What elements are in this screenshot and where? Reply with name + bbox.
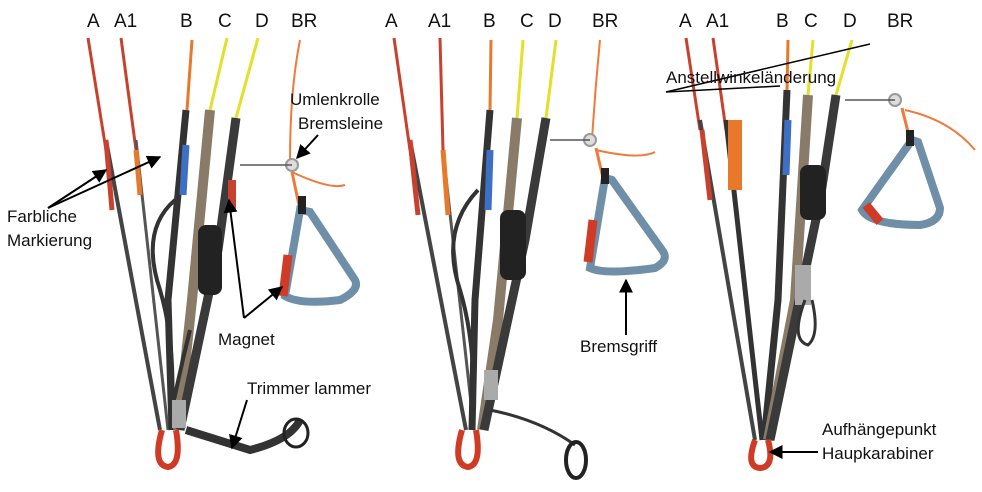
header-b-3: B xyxy=(776,11,789,32)
header-br-1: BR xyxy=(291,11,317,32)
riser-set-3 xyxy=(686,38,975,468)
buckle-1 xyxy=(172,400,186,428)
header-a1-1: A1 xyxy=(114,11,137,32)
header-c-3: C xyxy=(804,11,818,32)
label-farbliche-1: Farbliche xyxy=(7,207,77,226)
header-c-1: C xyxy=(218,11,232,32)
speed-pulley-1 xyxy=(198,225,222,295)
riser-a1-orange-1 xyxy=(136,150,140,195)
header-b-2: B xyxy=(483,11,496,32)
label-umlenkrolle-2: Bremsleine xyxy=(298,114,383,133)
carabiner-loop-1 xyxy=(158,430,178,467)
header-b-1: B xyxy=(180,11,193,32)
line-a-top-1 xyxy=(88,38,106,150)
riser-b-blue-1 xyxy=(183,145,186,195)
label-aufhaenge-2: Haupkarabiner xyxy=(822,444,934,463)
header-a-1: A xyxy=(87,11,100,32)
header-d-2: D xyxy=(548,11,562,32)
arrow-farbliche-a xyxy=(48,170,106,208)
line-a1-top-1 xyxy=(121,38,136,150)
header-d-3: D xyxy=(843,11,857,32)
label-trimmer: Trimmer lammer xyxy=(247,379,371,398)
arrow-magnet-2 xyxy=(244,287,282,318)
label-farbliche-2: Markierung xyxy=(7,231,92,250)
header-br-2: BR xyxy=(592,11,618,32)
arrow-umlenkrolle xyxy=(297,135,318,158)
line-b-top-1 xyxy=(187,40,192,110)
header-a1-3: A1 xyxy=(706,11,729,32)
header-c-2: C xyxy=(520,11,534,32)
line-d-top-1 xyxy=(236,38,258,118)
label-umlenkrolle-1: Umlenkrolle xyxy=(290,90,380,109)
arrow-trimmer xyxy=(232,400,247,448)
brake-handle-1 xyxy=(285,210,356,302)
arrow-magnet-1 xyxy=(229,200,244,318)
header-a-2: A xyxy=(385,11,398,32)
riser-set-2 xyxy=(394,38,665,478)
brake-handle-red-1 xyxy=(283,255,288,296)
header-a1-2: A1 xyxy=(428,11,451,32)
riser-a-red-1 xyxy=(106,140,112,210)
header-d-1: D xyxy=(255,11,269,32)
column-headers: A A1 B C D BR A A1 B C D BR A A1 B C D B… xyxy=(87,11,913,32)
header-br-3: BR xyxy=(887,11,913,32)
label-magnet: Magnet xyxy=(218,330,275,349)
header-a-3: A xyxy=(679,11,692,32)
line-c-top-1 xyxy=(210,38,227,110)
label-bremsgriff: Bremsgriff xyxy=(580,337,657,356)
label-aufhaenge-1: Aufhängepunkt xyxy=(822,420,937,439)
label-anstellwinkel: Anstellwinkeländerung xyxy=(666,68,836,87)
